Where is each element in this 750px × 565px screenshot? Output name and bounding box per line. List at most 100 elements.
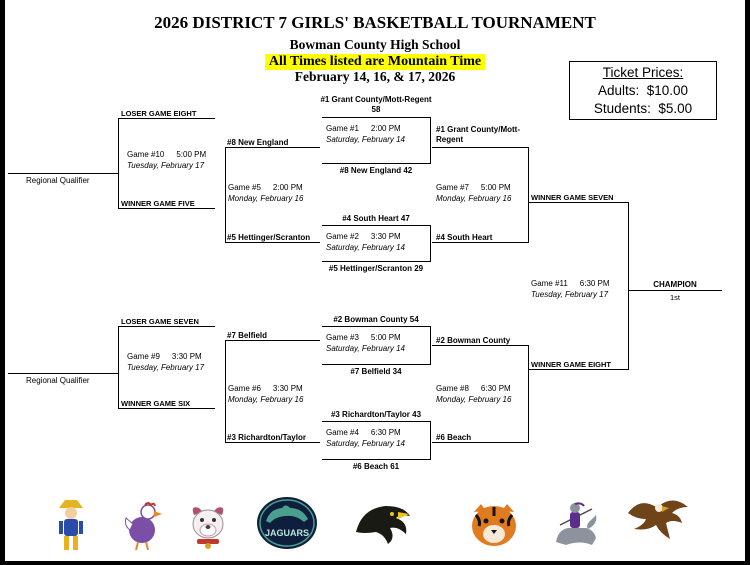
bracket-line	[225, 147, 320, 148]
game-number: Game #3	[326, 333, 359, 342]
game4-top-result: #3 Richardton/Taylor 43	[330, 410, 422, 419]
bracket-line	[322, 364, 430, 365]
winner-game-eight-label: WINNER GAME EIGHT	[531, 360, 611, 369]
game3-number-time: Game #3 5:00 PM	[326, 332, 405, 343]
jaguars-mascot-logo: JAGUARS	[256, 495, 318, 556]
game-date: Tuesday, February 17	[127, 161, 205, 170]
game3-top-result: #2 Bowman County 54	[333, 315, 419, 324]
bracket-line	[322, 459, 430, 460]
game-time: 6:30 PM	[480, 384, 511, 393]
loser-game-seven-label: LOSER GAME SEVEN	[121, 317, 199, 326]
jaguars-wordmark: JAGUARS	[265, 528, 309, 538]
pioneer-mascot-logo	[52, 497, 90, 558]
loser-game-eight-label: LOSER GAME EIGHT	[121, 109, 197, 118]
team-score: 58	[371, 105, 381, 114]
students-price: $5.00	[658, 101, 693, 116]
school-name: Bowman County High School	[289, 37, 461, 52]
ticket-prices-box: Ticket Prices: Adults: $10.00 Students: …	[569, 61, 717, 120]
bracket-line	[8, 173, 118, 174]
bracket-line	[432, 345, 528, 346]
bird-icon	[125, 502, 162, 551]
game2-bottom-result: #5 Hettinger/Scranton 29	[328, 264, 424, 273]
bracket-line	[430, 117, 431, 164]
bracket-line	[118, 326, 119, 409]
raider-mascot-logo	[550, 498, 602, 555]
bracket-line	[322, 117, 430, 118]
game2-top-result: #4 South Heart 47	[342, 214, 410, 223]
bracket-line	[8, 373, 118, 374]
game-date: Tuesday, February 17	[531, 290, 609, 299]
seed-richardton-taylor: #3 Richardton/Taylor	[227, 433, 306, 442]
scan-edge-left	[0, 0, 5, 565]
game-date: Monday, February 16	[228, 194, 304, 203]
champion-place: 1st	[669, 293, 680, 302]
game-number: Game #7	[436, 183, 469, 192]
falcon-icon	[356, 506, 410, 544]
bracket-line	[322, 261, 430, 262]
game7-number-time: Game #7 5:00 PM	[436, 182, 511, 193]
ticket-students-line: Students: $5.00	[570, 100, 716, 118]
game-date: Saturday, February 14	[326, 439, 406, 448]
bracket-line	[430, 421, 431, 460]
game-date: Monday, February 16	[436, 395, 512, 404]
seed-hettinger-scranton: #5 Hettinger/Scranton	[227, 233, 311, 242]
bracket-line	[432, 242, 528, 243]
tiger-mascot-logo	[462, 502, 526, 553]
seed-belfield: #7 Belfield	[227, 331, 268, 340]
game4-number-time: Game #4 6:30 PM	[326, 427, 405, 438]
bracket-line	[118, 118, 119, 209]
game4-bottom-result: #6 Beach 61	[352, 462, 400, 471]
bracket-line	[628, 290, 722, 291]
seed-new-england: #8 New England	[227, 138, 289, 147]
raider-icon	[556, 502, 597, 545]
bracket-line	[528, 345, 529, 443]
winner-game-seven-label: WINNER GAME SEVEN	[531, 193, 614, 202]
game-time: 6:30 PM	[370, 428, 401, 437]
game4-info: Game #4 6:30 PM Saturday, February 14	[326, 427, 405, 449]
game-date: Monday, February 16	[228, 395, 304, 404]
semi2-top-team: #2 Bowman County	[436, 336, 511, 345]
game-date: Saturday, February 14	[326, 243, 406, 252]
champion-label: CHAMPION	[653, 280, 697, 289]
semi1-top-team: #1 Grant County/Mott-Regent	[436, 125, 520, 144]
scan-edge-bottom	[0, 561, 750, 565]
game-number: Game #5	[228, 183, 261, 192]
students-label: Students:	[593, 101, 651, 116]
game-time: 5:00 PM	[480, 183, 511, 192]
bracket-line	[628, 202, 629, 370]
bracket-line	[225, 340, 226, 443]
bracket-line	[118, 118, 215, 119]
game1-top-team: #1 Grant County/Mott-Regent 58	[320, 95, 432, 115]
game-date: Saturday, February 14	[326, 135, 406, 144]
bracket-line	[528, 202, 628, 203]
bracket-line	[430, 225, 431, 262]
semi2-bottom-team: #6 Beach	[436, 433, 472, 442]
game-time: 3:30 PM	[272, 384, 303, 393]
game-time: 6:30 PM	[579, 279, 610, 288]
bracket-line	[322, 225, 430, 226]
bracket-line	[118, 326, 215, 327]
time-notice-wrap: All Times listed are Mountain Time	[0, 52, 750, 70]
adults-label: Adults:	[597, 83, 640, 98]
page-title: 2026 DISTRICT 7 GIRLS' BASKETBALL TOURNA…	[154, 13, 596, 32]
game1-bottom-result: #8 New England 42	[339, 166, 413, 175]
game-number: Game #8	[436, 384, 469, 393]
time-notice-highlight: All Times listed are Mountain Time	[264, 54, 486, 70]
game-number: Game #4	[326, 428, 359, 437]
tournament-dates: February 14, 16, & 17, 2026	[294, 69, 456, 84]
game-time: 5:00 PM	[370, 333, 401, 342]
bulldog-icon	[192, 507, 224, 549]
bracket-line	[322, 421, 430, 422]
bracket-line	[225, 147, 226, 243]
bracket-line	[225, 242, 320, 243]
team-name: #1 Grant County/Mott-Regent	[320, 95, 432, 104]
game-number: Game #1	[326, 124, 359, 133]
bracket-line	[528, 369, 628, 370]
